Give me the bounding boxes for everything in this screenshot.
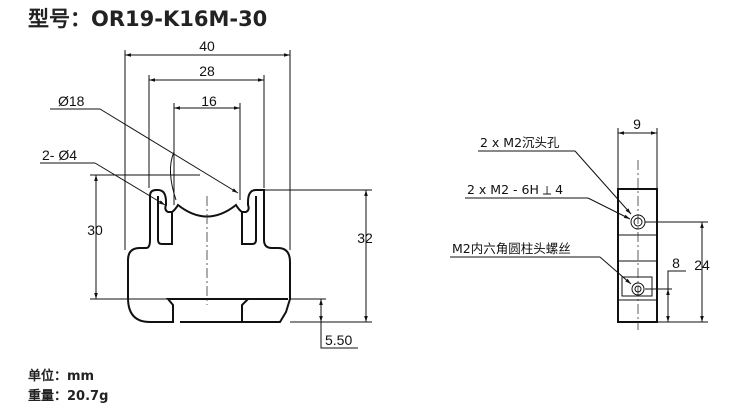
dim-offset-5-50: 5.50: [325, 332, 352, 348]
note-thread: 2 x M2 - 6H ⟂ 4: [467, 182, 563, 197]
diameter-arc: [170, 151, 177, 201]
unit-label: 单位：mm: [28, 368, 94, 384]
dim-height-30: 30: [87, 222, 103, 238]
note-countersink: 2 x M2沉头孔: [480, 135, 560, 150]
dim-width-40: 40: [199, 38, 215, 54]
note-screw: M2内六角圆柱头螺丝: [452, 241, 571, 256]
dim-height-32: 32: [357, 230, 373, 246]
weight-label: 重量：20.7g: [28, 388, 108, 404]
model-title: 型号：OR19-K16M-30: [28, 7, 267, 31]
profile-outline: [127, 189, 291, 323]
dim-diameter-18: Ø18: [58, 93, 85, 109]
dim-width-16: 16: [201, 93, 217, 109]
front-view: 40 28 16 Ø18 2- Ø4 30 32 5.50: [40, 38, 373, 349]
dim-offset-8: 8: [672, 255, 680, 271]
dim-width-28: 28: [199, 63, 215, 79]
side-block: [617, 188, 658, 323]
dim-width-9: 9: [633, 116, 641, 132]
side-view: 9 2 x M2沉头孔 2 x M2 - 6H ⟂ 4 M2内六角圆柱头螺丝 2…: [450, 116, 710, 330]
screw-head: [631, 282, 645, 296]
dim-spacing-24: 24: [694, 257, 710, 273]
dim-diameter-4: 2- Ø4: [42, 147, 77, 163]
